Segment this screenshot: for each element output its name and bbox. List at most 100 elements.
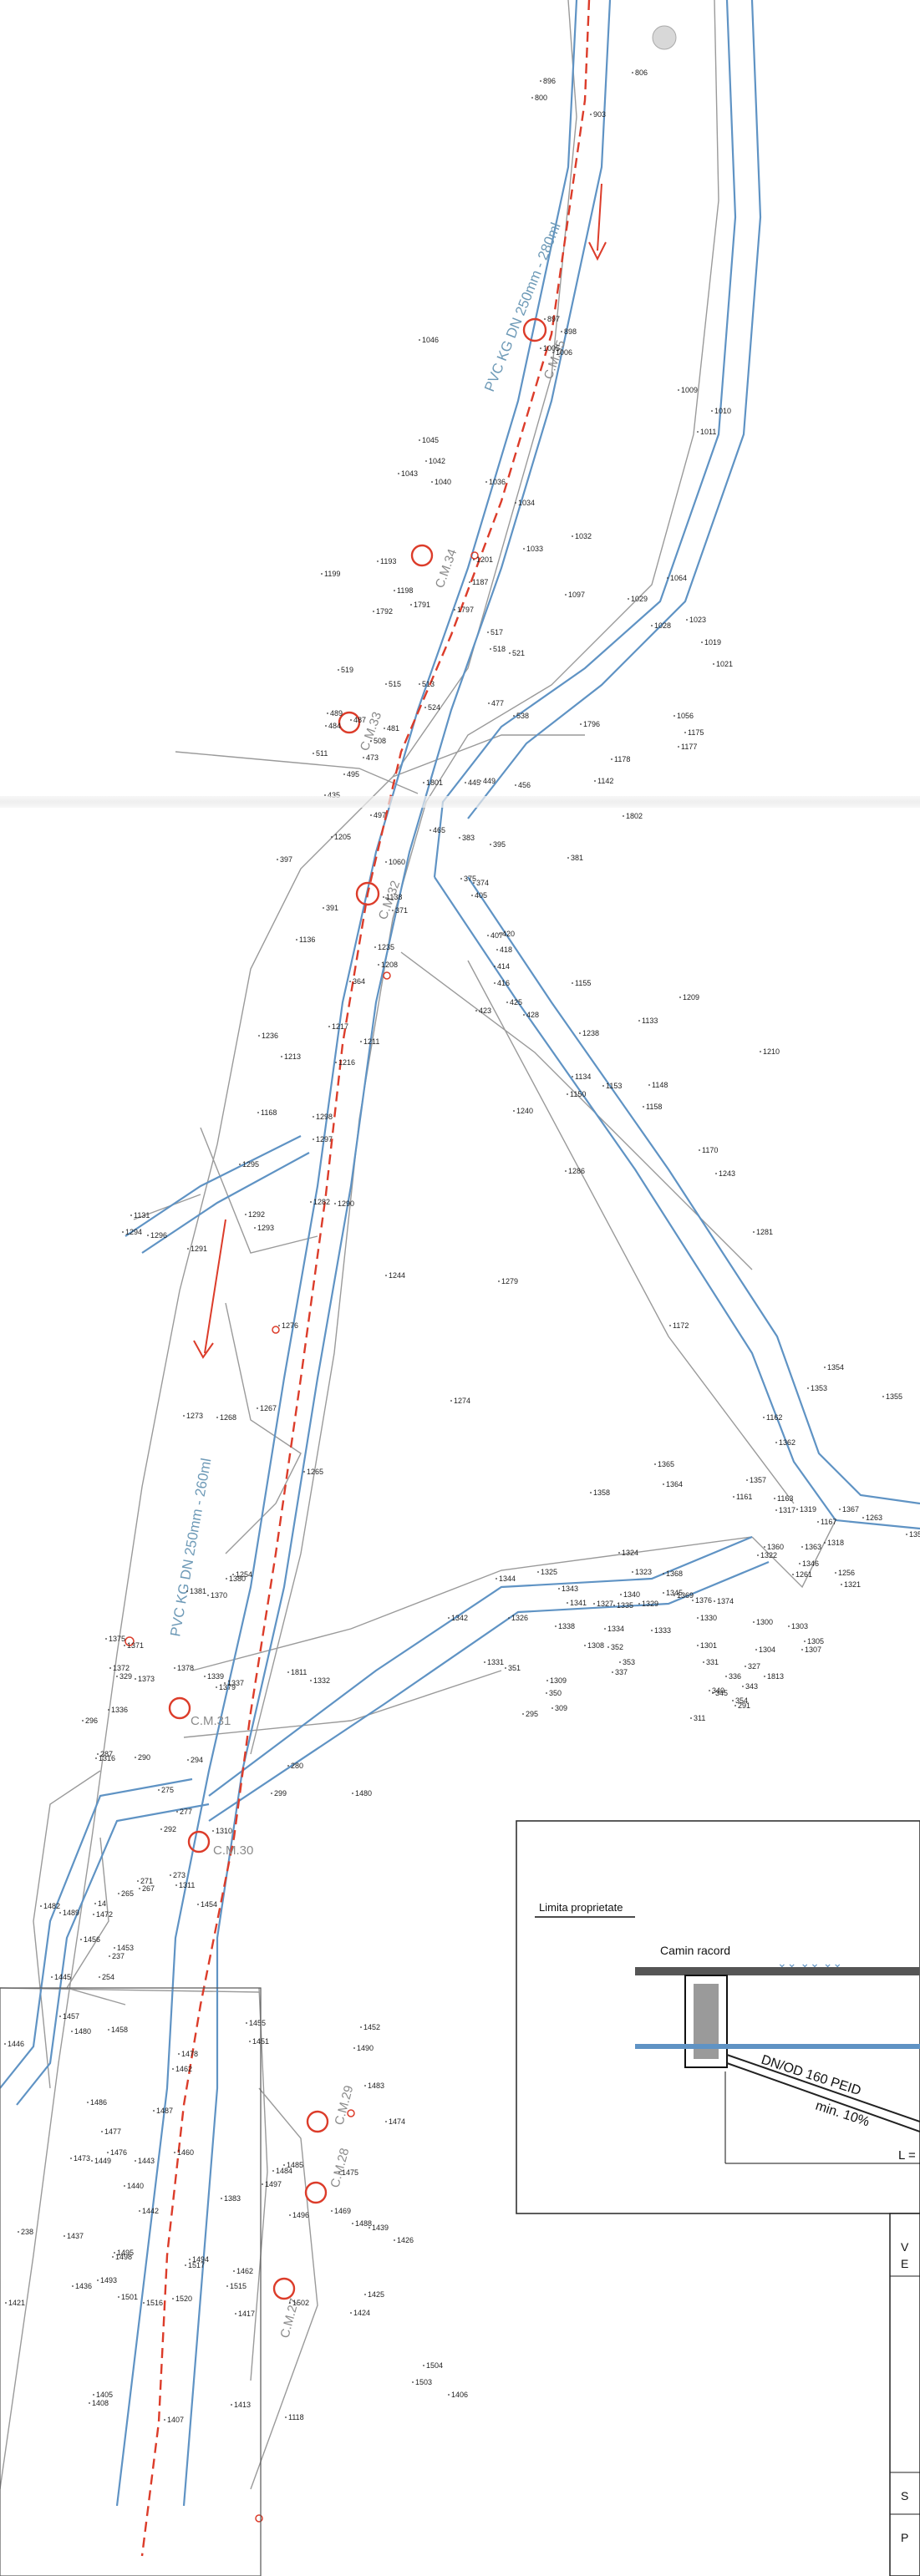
survey-point-label: 1307 <box>805 1645 821 1654</box>
survey-point-label: 1326 <box>511 1614 528 1622</box>
survey-point-label: 296 <box>85 1716 98 1725</box>
survey-point-dot <box>101 2131 103 2132</box>
survey-point-label: 1364 <box>666 1480 683 1488</box>
survey-point-dot <box>18 2231 19 2233</box>
survey-point-dot <box>714 1600 715 1602</box>
survey-point-label: 1133 <box>642 1017 658 1025</box>
survey-point-label: 352 <box>611 1643 623 1651</box>
survey-point-label: 1405 <box>96 2391 113 2399</box>
survey-point-dot <box>712 1692 714 1694</box>
survey-point-dot <box>487 631 489 633</box>
survey-point-label: 1424 <box>353 2309 370 2317</box>
survey-point-dot <box>369 2227 370 2229</box>
survey-point-dot <box>283 2164 285 2166</box>
survey-point-dot <box>124 2185 125 2187</box>
survey-point-label: 519 <box>341 666 353 674</box>
survey-point-dot <box>178 2053 180 2055</box>
survey-point-label: 1359 <box>909 1530 920 1539</box>
survey-point-label: 903 <box>593 110 606 119</box>
survey-point-dot <box>310 1680 312 1681</box>
survey-point-dot <box>226 1578 227 1580</box>
survey-point-dot <box>97 2279 99 2281</box>
svg-text:⌄⌄ ⌄⌄ ⌄⌄: ⌄⌄ ⌄⌄ ⌄⌄ <box>777 1956 842 1970</box>
survey-point-label: 1040 <box>435 478 451 486</box>
survey-point-label: 354 <box>735 1696 748 1705</box>
survey-point-dot <box>673 715 675 717</box>
survey-point-label: 1205 <box>334 833 351 841</box>
survey-point-label: 1490 <box>357 2044 374 2052</box>
survey-point-dot <box>572 1076 573 1078</box>
survey-point-dot <box>143 2302 145 2304</box>
survey-point-label: 1486 <box>90 2098 107 2107</box>
survey-point-label: 329 <box>119 1672 132 1681</box>
survey-point-dot <box>618 1552 620 1554</box>
survey-point-dot <box>4 2043 6 2045</box>
survey-point-label: 513 <box>422 680 435 688</box>
survey-point-dot <box>580 723 582 725</box>
survey-point-label: 487 <box>353 716 366 724</box>
survey-point-label: 1295 <box>242 1160 259 1169</box>
survey-point-label: 1293 <box>257 1224 274 1232</box>
survey-point-label: 1498 <box>115 2253 132 2261</box>
survey-point-label: 1036 <box>489 478 506 486</box>
survey-point-label: 1318 <box>827 1539 844 1547</box>
survey-point-label: 1274 <box>454 1397 470 1405</box>
survey-point-dot <box>153 2110 155 2112</box>
title-block-row: E <box>901 2257 908 2270</box>
survey-point-label: 1032 <box>575 532 592 540</box>
survey-point-dot <box>350 2312 352 2314</box>
survey-point-label: 405 <box>475 891 487 900</box>
survey-point-label: 1378 <box>177 1664 194 1672</box>
survey-point-label: 1811 <box>291 1668 307 1676</box>
survey-point-label: 1340 <box>623 1590 640 1599</box>
survey-point-label: 1155 <box>575 979 591 987</box>
survey-point-label: 1455 <box>249 2019 266 2027</box>
survey-point-label: 1319 <box>800 1505 816 1514</box>
survey-point-label: 294 <box>191 1756 203 1764</box>
survey-point-label: 1331 <box>487 1658 504 1666</box>
survey-point-label: 364 <box>353 977 365 986</box>
survey-point-label: 1476 <box>110 2148 127 2157</box>
survey-point-label: 1213 <box>284 1052 301 1061</box>
survey-point-label: 275 <box>161 1786 174 1794</box>
survey-point-label: 292 <box>164 1825 176 1833</box>
survey-point-dot <box>216 1417 218 1418</box>
survey-point-label: 290 <box>138 1753 150 1762</box>
survey-point-label: 1240 <box>516 1107 533 1115</box>
survey-point-label: 1796 <box>583 720 600 728</box>
survey-point-label: 1344 <box>499 1575 516 1583</box>
survey-point-label: 14 <box>98 1899 106 1908</box>
survey-point-dot <box>663 1592 664 1594</box>
survey-point-dot <box>97 1753 99 1755</box>
survey-point-label: 1407 <box>167 2416 184 2424</box>
survey-point-dot <box>632 1571 633 1573</box>
survey-point-dot <box>775 1442 777 1443</box>
title-block: V E S P <box>889 2213 920 2576</box>
survey-point-label: 375 <box>464 875 476 883</box>
survey-point-dot <box>764 1546 765 1548</box>
survey-point-dot <box>364 2294 366 2295</box>
survey-point-label: 1148 <box>652 1081 668 1089</box>
survey-point-label: 418 <box>500 946 512 954</box>
survey-point-dot <box>484 1661 485 1663</box>
survey-point-label: 1142 <box>597 777 613 785</box>
survey-point-label: 1355 <box>886 1392 902 1401</box>
survey-point-dot <box>87 2102 89 2103</box>
survey-point-label: 1294 <box>125 1228 142 1236</box>
flow-arrow-icon <box>193 183 607 1359</box>
survey-point-dot <box>499 933 501 935</box>
survey-point-dot <box>139 2210 140 2212</box>
survey-point-label: 391 <box>326 904 338 912</box>
survey-point-label: 456 <box>518 781 531 789</box>
survey-point-dot <box>523 548 525 550</box>
survey-point-dot <box>540 347 541 349</box>
survey-point-label: 280 <box>291 1762 303 1770</box>
survey-point-dot <box>804 1640 806 1642</box>
survey-point-dot <box>760 1051 761 1052</box>
survey-point-dot <box>594 780 596 782</box>
survey-point-label: 1334 <box>607 1625 624 1633</box>
survey-point-label: 1458 <box>111 2026 128 2034</box>
survey-point-label: 511 <box>316 749 328 758</box>
survey-point-label: 538 <box>516 712 529 720</box>
